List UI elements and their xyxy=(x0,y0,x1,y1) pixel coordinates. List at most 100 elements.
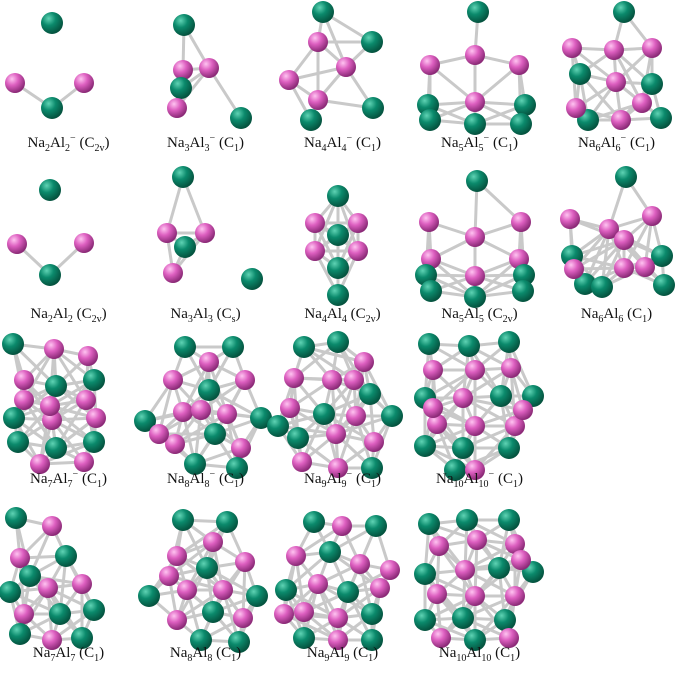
na-atom xyxy=(204,423,226,445)
point-group-subscript: 1 xyxy=(233,143,239,154)
al-atom xyxy=(74,73,94,93)
na-atom xyxy=(361,603,383,625)
na-atom xyxy=(444,459,466,481)
point-group-subscript: 1 xyxy=(507,143,513,154)
cluster-label: Na9Al9− (C1) xyxy=(274,470,411,490)
na-count: 9 xyxy=(324,653,330,664)
al-atom xyxy=(370,578,390,598)
al-atom xyxy=(308,90,328,110)
al-atom xyxy=(336,57,356,77)
na-atom xyxy=(184,453,206,475)
na-atom xyxy=(83,599,105,621)
na-atom xyxy=(464,286,486,308)
al-atom xyxy=(163,263,183,283)
element-symbol-na: Na xyxy=(30,471,48,487)
al-atom xyxy=(635,257,655,277)
al-atom xyxy=(86,408,106,428)
paren-close: ) xyxy=(99,645,105,661)
na-atom xyxy=(574,273,596,295)
charge: − xyxy=(209,469,216,480)
al-atom xyxy=(505,416,525,436)
na-count: 10 xyxy=(453,479,464,490)
al-atom xyxy=(606,72,626,92)
paren-open: ( xyxy=(623,306,633,322)
al-atom xyxy=(308,32,328,52)
point-group: C xyxy=(492,306,503,322)
point-group: C xyxy=(86,471,97,487)
paren-open: ( xyxy=(491,645,501,661)
al-atom xyxy=(199,352,219,372)
element-symbol-na: Na xyxy=(32,645,51,661)
cluster-panel: Na5Al5− (C1) xyxy=(411,0,548,171)
paren-close: ) xyxy=(375,471,381,487)
na-count: 5 xyxy=(458,314,464,325)
al-atom xyxy=(42,630,62,650)
na-atom xyxy=(49,603,71,625)
na-atom xyxy=(464,629,486,651)
na-atom xyxy=(327,224,349,246)
charge: − xyxy=(488,469,495,480)
element-symbol-na: Na xyxy=(167,135,185,151)
na-atom xyxy=(312,1,334,23)
point-group-subscript: 1 xyxy=(370,143,376,154)
cluster-structure xyxy=(414,509,544,651)
al-count: 3 xyxy=(204,143,210,154)
na-atom xyxy=(514,94,536,116)
na-count: 3 xyxy=(187,314,193,325)
element-symbol-al: Al xyxy=(463,306,479,322)
charge: − xyxy=(483,133,490,144)
al-atom xyxy=(611,110,631,130)
na-atom xyxy=(287,427,309,449)
al-atom xyxy=(328,608,348,628)
al-count: 5 xyxy=(478,143,484,154)
cluster-structure xyxy=(274,511,400,651)
charge: − xyxy=(209,133,216,144)
al-atom xyxy=(562,38,582,58)
al-atom xyxy=(501,358,521,378)
cluster-structure xyxy=(138,509,268,653)
al-count: 7 xyxy=(70,653,76,664)
al-count: 2 xyxy=(65,143,71,154)
na-count: 10 xyxy=(456,653,467,664)
paren-close: ) xyxy=(512,306,518,322)
cluster-structure xyxy=(7,179,94,286)
na-atom xyxy=(202,601,224,623)
al-atom xyxy=(419,212,439,232)
element-symbol-na: Na xyxy=(436,471,454,487)
element-symbol-na: Na xyxy=(438,645,457,661)
al-count: 5 xyxy=(478,314,484,325)
al-atom xyxy=(465,45,485,65)
al-atom xyxy=(167,98,187,118)
al-atom xyxy=(429,536,449,556)
al-atom xyxy=(177,580,197,600)
point-group-subscript: 2v xyxy=(91,314,102,325)
al-atom xyxy=(10,548,30,568)
al-atom xyxy=(308,574,328,594)
al-atom xyxy=(505,534,525,554)
na-atom xyxy=(650,107,672,129)
na-atom xyxy=(190,629,212,651)
al-atom xyxy=(44,339,64,359)
element-symbol-al: Al xyxy=(466,645,482,661)
al-count: 6 xyxy=(618,314,624,325)
cluster-label: Na8Al8 (C1) xyxy=(137,645,274,664)
point-group: C xyxy=(497,135,508,151)
na-count: 2 xyxy=(45,143,51,154)
paren-open: ( xyxy=(483,306,493,322)
al-atom xyxy=(42,516,62,536)
na-atom xyxy=(494,609,516,631)
al-atom xyxy=(292,452,312,472)
na-atom xyxy=(39,179,61,201)
element-symbol-al: Al xyxy=(463,471,479,487)
al-atom xyxy=(346,406,366,426)
al-count: 2 xyxy=(67,314,73,325)
paren-close: ) xyxy=(373,645,379,661)
al-atom xyxy=(423,360,443,380)
na-atom xyxy=(414,435,436,457)
paren-open: ( xyxy=(215,135,224,151)
al-atom xyxy=(40,396,60,416)
al-atom xyxy=(423,398,443,418)
cluster-structure xyxy=(267,331,403,479)
cluster-panel: Na6Al6 (C1) xyxy=(548,166,685,342)
point-group-subscript: 1 xyxy=(96,479,102,490)
